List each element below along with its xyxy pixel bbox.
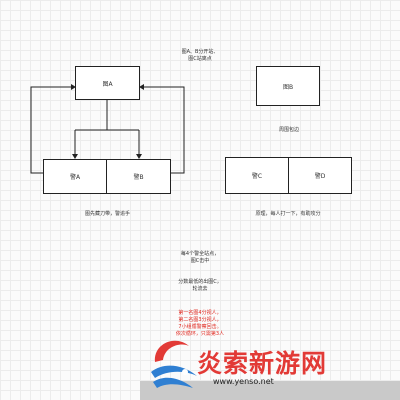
connector-loop-left <box>30 86 73 174</box>
node-bottom-left-a-label: 警A <box>69 174 81 181</box>
bottom-gray-bar <box>140 381 400 400</box>
note-top: 图A、B分开站、 图C站离点 <box>160 49 240 63</box>
note-left-bottom: 图先藏刀带，警追手 <box>60 211 155 218</box>
note-center-2-line1: 分数最低的出图C， <box>178 279 222 285</box>
node-top-right[interactable]: 图B <box>256 66 320 106</box>
node-bottom-left-b-label: 警B <box>133 174 144 181</box>
connector-loop-right <box>142 86 185 174</box>
note-center-1-line2: 图C击中 <box>190 258 210 264</box>
note-center-2-line2: 轮流去 <box>192 286 208 292</box>
arrowhead-loop-left <box>71 84 76 90</box>
node-bottom-right-d[interactable]: 警D <box>288 157 352 194</box>
note-red-line2: 第二名图3分视人， <box>178 317 222 323</box>
watermark-logo-icon <box>151 340 197 388</box>
note-right-mid: 周围包边 <box>259 127 319 134</box>
note-right-mid-text: 周围包边 <box>278 127 299 133</box>
note-right-bottom-text: 原理，每人打一下，有助攻分 <box>255 211 321 217</box>
note-top-line1: 图A、B分开站、 <box>181 49 219 55</box>
node-top-left[interactable]: 图A <box>75 66 140 100</box>
note-top-line2: 图C站离点 <box>188 56 212 62</box>
watermark: 炎索新游网 www.yenso.net <box>145 330 370 398</box>
node-bottom-right-c[interactable]: 警C <box>225 157 289 194</box>
note-red-line4: 依次循环，只需第3人 <box>175 331 225 337</box>
node-bottom-right-d-label: 警D <box>314 173 326 180</box>
note-center-2: 分数最低的出图C， 轮流去 <box>157 279 243 293</box>
node-bottom-left-a[interactable]: 警A <box>43 159 107 194</box>
node-bottom-right-c-label: 警C <box>251 173 263 180</box>
arrowhead-loop-right <box>139 84 144 90</box>
note-left-bottom-text: 图先藏刀带，警追手 <box>84 211 130 217</box>
watermark-brand: 炎索新游网 <box>197 349 328 378</box>
arrowhead-b <box>136 154 142 159</box>
note-red-line3: 7小组循警察回击。 <box>178 324 222 330</box>
note-red-line1: 第一名图4分视人， <box>178 310 222 316</box>
node-top-right-label: 图B <box>282 83 294 91</box>
note-center-1: 每4个警全站点， 图C击中 <box>157 251 243 265</box>
note-red: 第一名图4分视人， 第二名图3分视人， 7小组循警察回击。 依次循环，只需第3人 <box>155 310 245 338</box>
arrowhead-a <box>72 154 78 159</box>
watermark-url: www.yenso.net <box>213 377 274 386</box>
note-center-1-line1: 每4个警全站点， <box>180 251 220 257</box>
node-bottom-left-b[interactable]: 警B <box>106 159 171 194</box>
note-right-bottom: 原理，每人打一下，有助攻分 <box>238 211 338 218</box>
node-top-left-label: 图A <box>102 80 113 88</box>
